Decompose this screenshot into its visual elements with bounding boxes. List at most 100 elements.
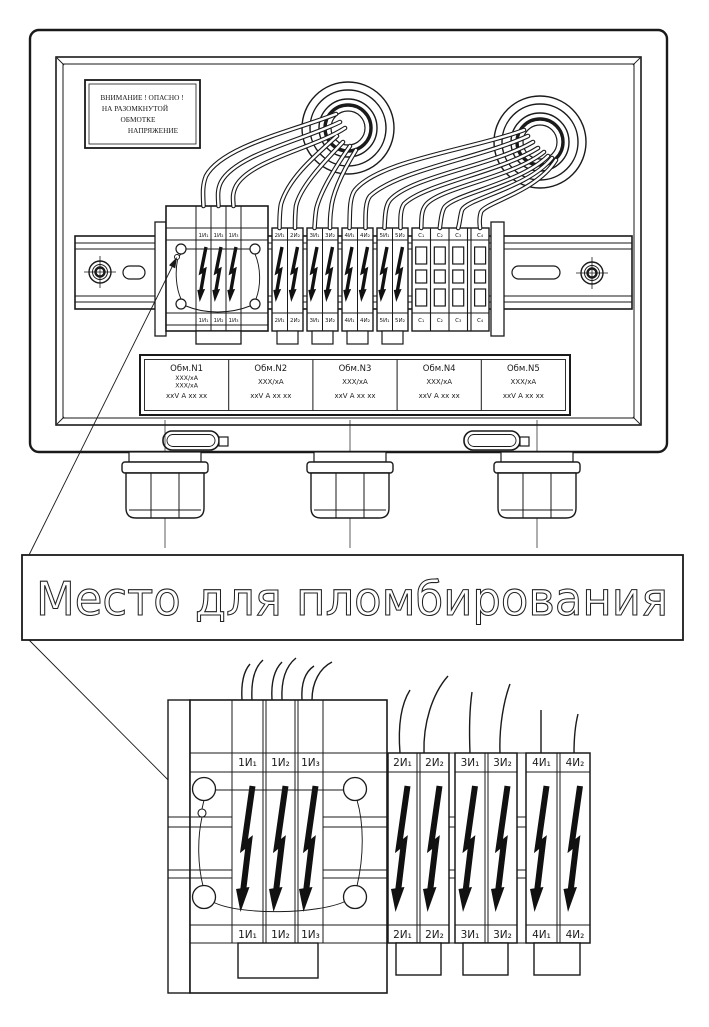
winding-title: Обм.N5 [507,364,540,374]
seal-eyelet [191,884,217,910]
w1-block-foot [195,330,242,345]
terminal-label: 2И₁ [275,233,285,239]
end-bracket-right [490,221,505,337]
terminal-label: 5И₂ [395,318,405,324]
warning-plate-inner-border [88,83,197,145]
rating-col-1: Обм.N1 XXX/хА XXX/хА xxV А xx xx [166,364,207,400]
detail-wires [241,657,579,754]
rating-value: xxV А xx xx [334,392,375,400]
lid-corner-marks [56,57,641,425]
cable-glands [121,420,581,548]
detail-terminal-label: 2И₂ [425,929,444,941]
rating-table: Обм.N1 XXX/хА XXX/хА xxV А xx xx Обм.N2 … [139,354,571,416]
terminal-label: С₃ [455,318,461,324]
terminal-label: 4И₂ [360,233,370,239]
leader-arrowhead [169,257,177,269]
terminal-block-w5: 5И₁ 5И₂ 5И₁ 5И₂ [376,227,409,345]
terminal-label: 1И₂ [214,318,224,324]
detail-terminal-label: 4И₁ [532,929,551,941]
terminal-label: С₂ [437,233,443,239]
terminal-label: С₄ [477,318,484,324]
wire-cores-fill [201,112,558,230]
terminal-label: 2И₂ [290,318,300,324]
terminal-strip: 1И₁ 1И₂ 1И₃ 1И₁ 1И₂ 1И₃ 2И₁ 2И₂ 2И₁ 2И₂ … [154,205,505,345]
detail-terminal-label: 3И₂ [493,757,512,769]
terminal-label: 1И₃ [229,318,239,324]
terminal-label: 3И₂ [325,318,335,324]
latch-pin [218,436,229,447]
terminal-label: 1И₃ [229,233,239,239]
terminal-label: 5И₁ [380,318,390,324]
latch-right [463,430,530,451]
detail-terminal-label: 3И₂ [493,929,512,941]
detail-view: 1И₁ 1И₂ 1И₃ 1И₁ 1И₂ 1И₃ 2И₁ 2И₂ 2И₁ 2И₂ … [167,657,591,994]
terminal-label: С₃ [455,233,461,239]
terminal-label: 3И₂ [325,233,335,239]
detail-terminal-label: 2И₁ [393,929,412,941]
terminal-label: 4И₁ [345,318,355,324]
warning-line-3: ОБМОТКЕ [121,115,157,124]
terminal-label: 5И₁ [380,233,390,239]
detail-terminal-label: 1И₂ [271,757,290,769]
common-terminal-windows [415,246,487,307]
ratio-value: XXX/хА [511,378,537,386]
leader-to-top-view [28,257,177,556]
cable-gland-1 [121,420,209,548]
ratio-value: XXX/хА [426,378,452,386]
rating-value: xxV А xx xx [166,392,207,400]
terminal-block-w4: 4И₁ 4И₂ 4И₁ 4И₂ [341,227,374,345]
ratio-value: XXX/хА [175,383,198,390]
seal-point-detail [197,808,207,818]
rating-col-3: Обм.N3 XXX/хА xxV А xx xx [334,364,375,400]
detail-terminal-label: 1И₃ [301,757,320,769]
detail-terminal-label: 1И₁ [238,757,257,769]
warning-plate: ВНИМАНИЕ ! ОПАСНО ! НА РАЗОМКНУТОЙ ОБМОТ… [84,79,201,149]
rating-value: xxV А xx xx [419,392,460,400]
detail-block-w2: 2И₁ 2И₂ 2И₁ 2И₂ [387,752,450,976]
cable-gland-3 [493,420,581,548]
rating-table-border [139,354,571,416]
rail-slot-right [511,265,561,280]
latch-left [162,430,229,451]
rating-value: xxV А xx xx [250,392,291,400]
w4-foot [346,330,369,345]
rating-table-dividers [228,359,482,411]
rail-screw-right [576,257,608,289]
detail-terminal-label: 4И₁ [532,757,551,769]
detail-terminal-label: 4И₂ [566,757,585,769]
latch-pin [519,436,530,447]
detail-sealed-block-w1: 1И₁ 1И₂ 1И₃ 1И₁ 1И₂ 1И₃ [168,699,388,994]
terminal-label: 3И₁ [310,233,320,239]
detail-w2-foot [395,942,442,976]
rating-value: xxV А xx xx [503,392,544,400]
lid-outer-frame [55,56,642,426]
terminal-block-w2: 2И₁ 2И₂ 2И₁ 2И₂ [271,227,304,345]
lid-inner-frame [62,63,635,419]
warning-plate-border [84,79,201,149]
seal-eyelet [342,776,368,802]
seal-callout: Место для пломбирования [21,257,684,813]
rail-screw-left [84,256,116,288]
warning-line-4: НАПРЯЖЕНИЕ [128,126,179,135]
terminal-block-common: С₁ С₂ С₃ С₄ С₁ С₂ С₃ С₄ [411,227,490,332]
terminal-label: С₂ [437,318,443,324]
winding-title: Обм.N3 [339,364,372,374]
detail-block-w3: 3И₁ 3И₂ 3И₁ 3И₂ [454,752,518,976]
detail-terminal-label: 1И₂ [271,929,290,941]
terminal-label: С₁ [418,233,424,239]
seal-eyelet [249,243,261,255]
callout-border [21,554,684,641]
terminal-label: С₄ [477,233,484,239]
detail-w1-foot [237,942,319,979]
terminal-label: 1И₁ [199,233,209,239]
terminal-label: 4И₂ [360,318,370,324]
warning-line-2: НА РАЗОМКНУТОЙ [102,104,169,113]
detail-w4-foot [533,942,581,976]
detail-w3-foot [462,942,509,976]
w2-foot [276,330,299,345]
rating-col-2: Обм.N2 XXX/хА xxV А xx xx [250,364,291,400]
detail-block-w4: 4И₁ 4И₂ 4И₁ 4И₂ [525,752,591,976]
callout-text: Место для пломбирования [36,572,668,626]
